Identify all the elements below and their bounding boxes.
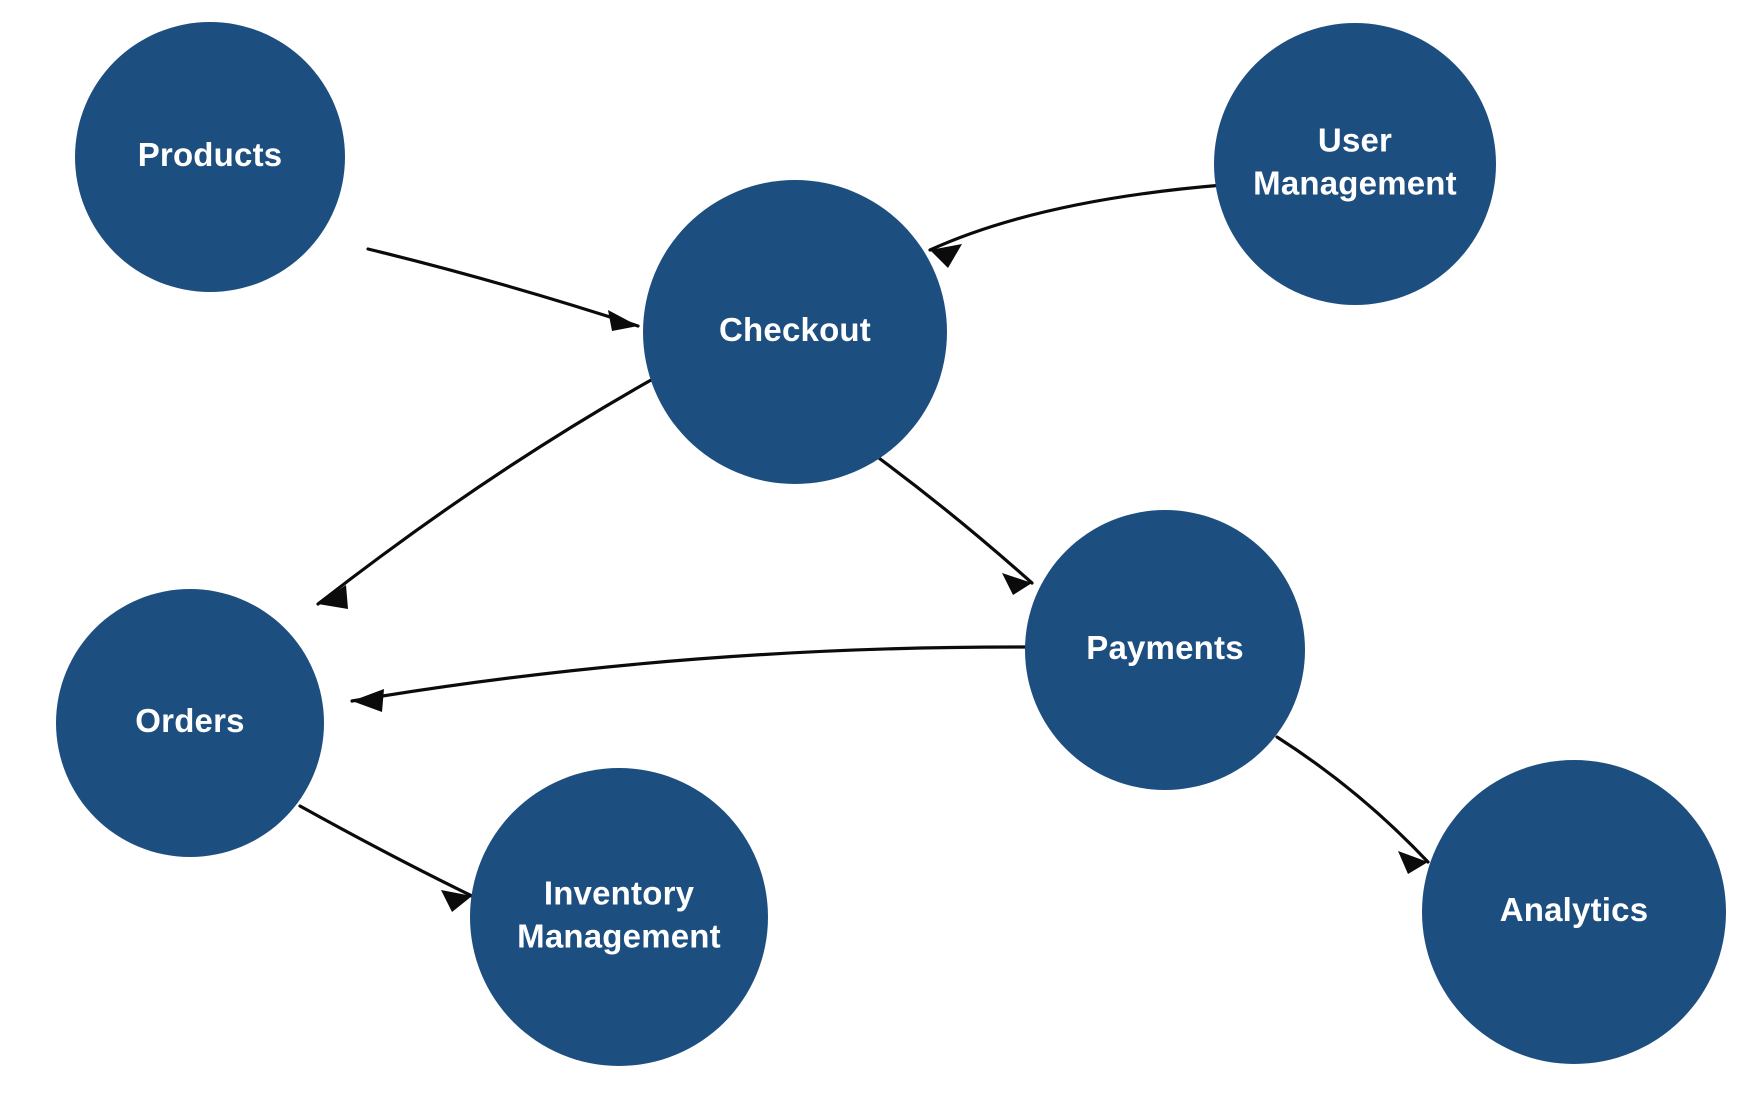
node-circle[interactable] [1422, 760, 1726, 1064]
edge-user-management-to-checkout [928, 183, 1225, 268]
edges-layer [298, 183, 1430, 912]
node-analytics[interactable]: Analytics [1422, 760, 1726, 1064]
node-circle[interactable] [1025, 510, 1305, 790]
node-products[interactable]: Products [75, 22, 345, 292]
node-checkout[interactable]: Checkout [643, 180, 947, 484]
edge-payments-to-analytics [1275, 735, 1430, 874]
arrowhead-icon [318, 585, 348, 609]
arrowhead-icon [1002, 573, 1032, 595]
edge-line [928, 183, 1225, 252]
edge-orders-to-inventory-management [298, 804, 474, 912]
arrowhead-icon [608, 310, 638, 331]
node-circle[interactable] [1214, 23, 1496, 305]
edge-products-to-checkout [366, 247, 640, 331]
node-circle[interactable] [643, 180, 947, 484]
node-orders[interactable]: Orders [56, 589, 324, 857]
edge-line [366, 247, 640, 328]
edge-checkout-to-orders [316, 373, 662, 609]
edge-line [316, 373, 662, 606]
arrowhead-icon [441, 890, 472, 912]
edge-line [298, 804, 474, 898]
arrowhead-icon [930, 244, 962, 268]
edge-checkout-to-payments [866, 448, 1034, 595]
edge-payments-to-orders [350, 645, 1030, 712]
arrowhead-icon [352, 689, 384, 712]
node-circle[interactable] [75, 22, 345, 292]
edge-line [866, 448, 1034, 585]
edge-line [1275, 735, 1430, 864]
node-circle[interactable] [470, 768, 768, 1066]
node-payments[interactable]: Payments [1025, 510, 1305, 790]
edge-line [350, 645, 1030, 703]
node-circle[interactable] [56, 589, 324, 857]
arrowhead-icon [1398, 851, 1428, 874]
